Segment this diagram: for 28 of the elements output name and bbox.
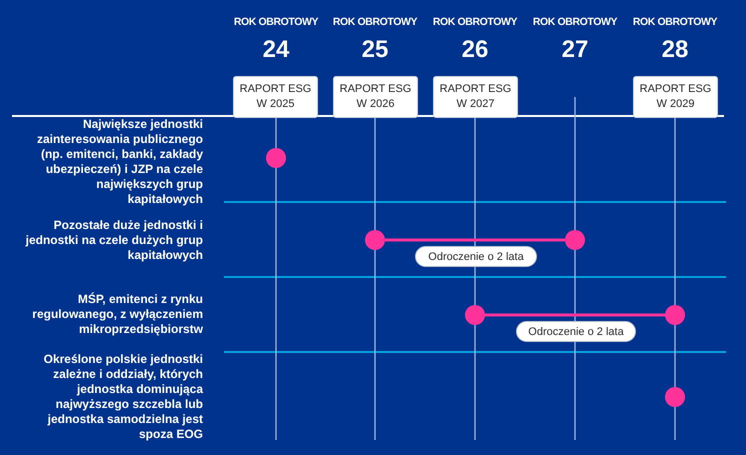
deferral-note: Odroczenie o 2 lata	[516, 321, 636, 342]
column-heading: ROK OBROTOWY	[532, 16, 618, 28]
year-number: 26	[460, 36, 490, 64]
deferral-note: Odroczenie o 2 lata	[415, 246, 537, 267]
year-number: 27	[560, 36, 590, 64]
column-heading: ROK OBROTOWY	[632, 16, 718, 28]
report-card: RAPORT ESG W 2025	[233, 76, 318, 118]
year-number: 24	[262, 36, 290, 64]
column-heading: ROK OBROTOWY	[332, 16, 418, 28]
milestone-dot	[365, 230, 385, 250]
milestone-dot	[465, 305, 485, 325]
milestone-dot	[266, 148, 286, 168]
milestone-dot	[665, 387, 685, 407]
row-label: MŚP, emitenci z rynku regulowanego, z wyłączeniem mikroprzedsiębiorstw	[31, 292, 203, 337]
report-card: RAPORT ESG W 2027	[433, 76, 518, 118]
connector-line	[484, 314, 666, 316]
report-card: RAPORT ESG W 2026	[333, 76, 418, 118]
milestone-dot	[665, 305, 685, 325]
year-number: 25	[360, 36, 390, 64]
year-number: 28	[660, 36, 690, 64]
row-label: Określone polskie jednostki zależne i oddziały, których jednostka dominująca najwyższego szczebla lub jednostka samodzielna jest spoza EOG	[42, 352, 203, 442]
row-label: Pozostałe duże jednostki i jednostki na czele dużych grup kapitałowych	[24, 218, 203, 263]
row-label: Największe jednostki zainteresowania publicznego (np. emitenci, banki, zakłady ubezpieczeń) i JZP na czele największych grup kapitałowych	[36, 117, 203, 207]
column-heading: ROK OBROTOWY	[432, 16, 518, 28]
report-card: RAPORT ESG W 2029	[633, 76, 718, 118]
connector-line	[384, 238, 566, 242]
milestone-dot	[565, 230, 585, 250]
column-heading: ROK OBROTOWY	[232, 16, 320, 28]
